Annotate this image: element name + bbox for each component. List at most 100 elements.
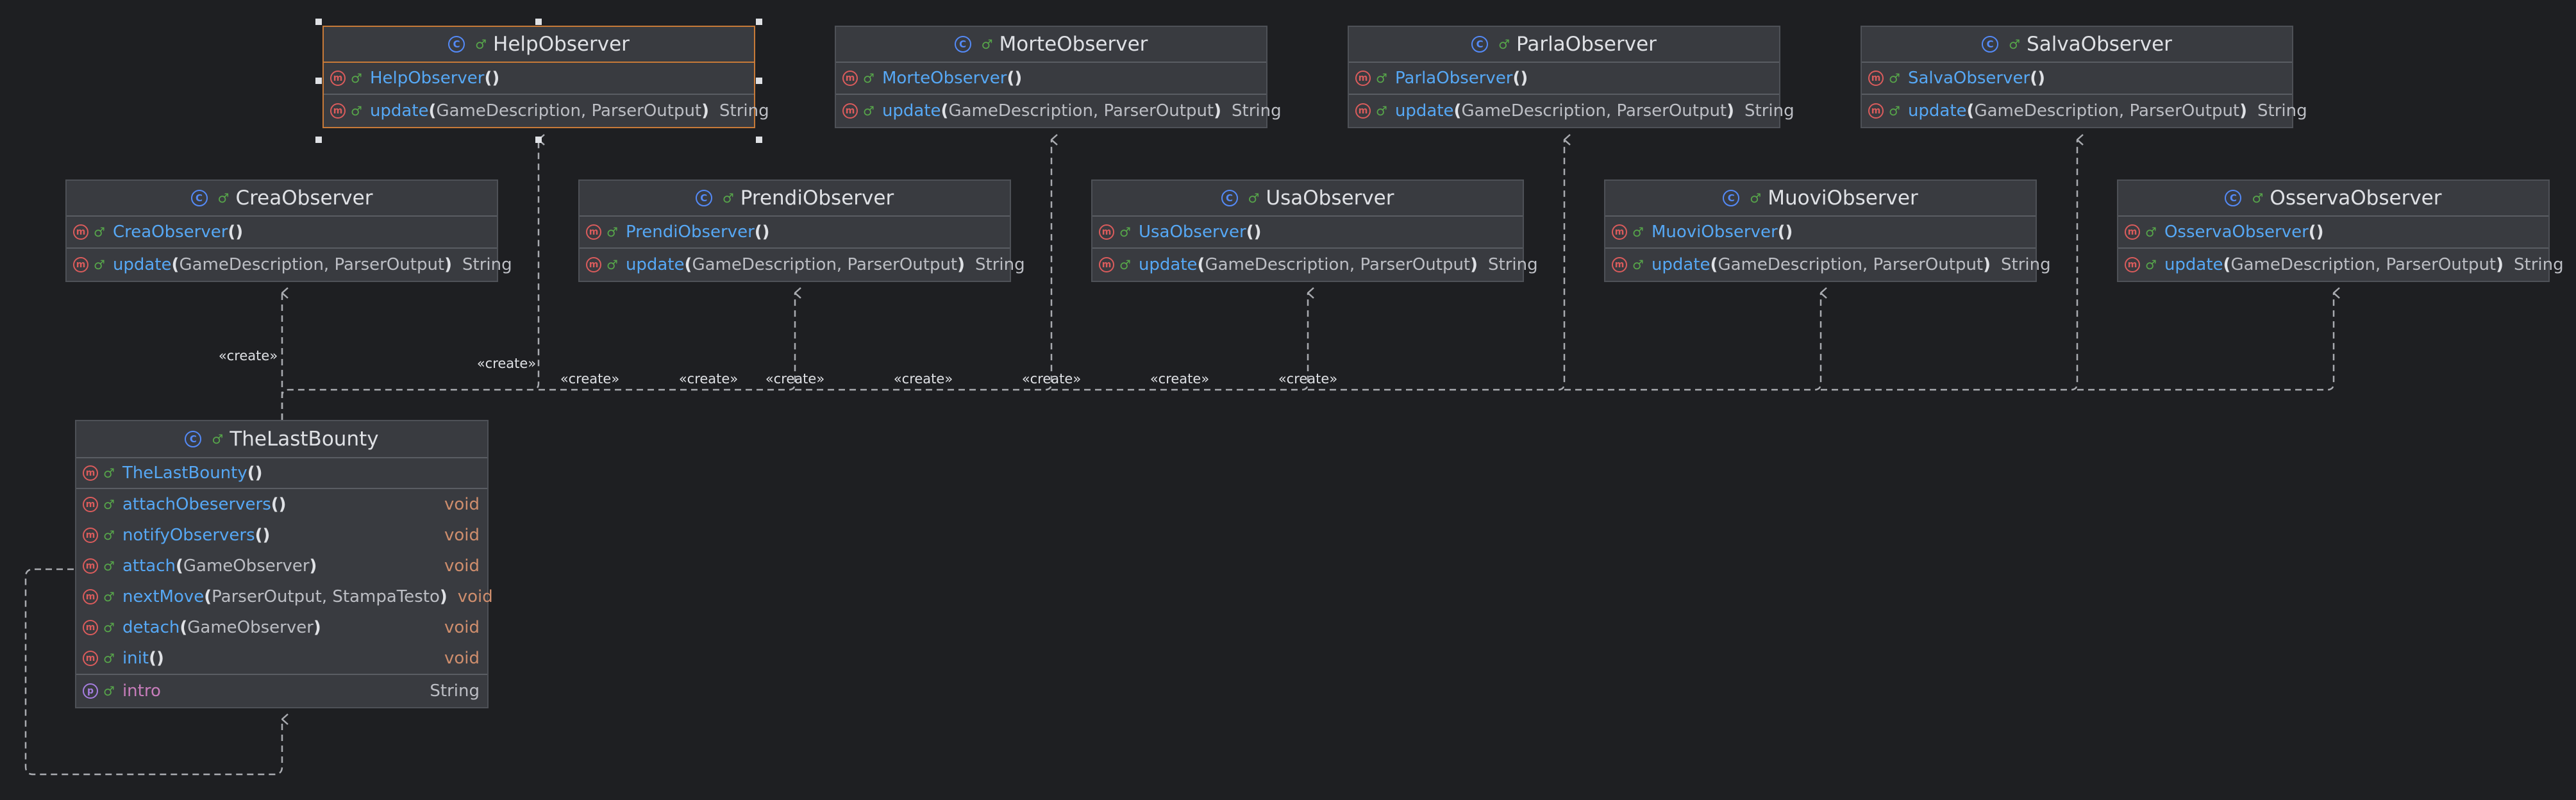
method-row[interactable]: m ♂ init() void (76, 643, 487, 675)
constructor-row[interactable]: m ♂ UsaObserver() (1092, 217, 1523, 249)
method-icon: m (83, 497, 98, 512)
method-icon: m (586, 257, 601, 272)
method-row[interactable]: m ♂ update(GameDescription, ParserOutput… (1092, 249, 1538, 281)
method-icon: m (83, 528, 98, 543)
method-name: init (122, 649, 149, 668)
method-icon: m (1099, 257, 1114, 272)
class-node-osserva-observer[interactable]: C ♂ OsservaObserver m ♂ OsservaObserver(… (2117, 179, 2564, 282)
method-row[interactable]: m ♂ update(GameDescription, ParserOutput… (580, 249, 1025, 281)
public-icon: ♂ (103, 528, 115, 543)
class-node-salva-observer[interactable]: C ♂ SalvaObserver m ♂ SalvaObserver() m … (1861, 26, 2307, 128)
method-params: GameDescription, ParserOutput (179, 255, 445, 274)
class-icon: C (1221, 190, 1238, 206)
public-icon: ♂ (1632, 224, 1644, 240)
constructor-row[interactable]: m ♂ PrendiObserver() (580, 217, 1010, 249)
method-row[interactable]: m ♂ attachObeservers() void (76, 489, 487, 520)
class-node-muovi-observer[interactable]: C ♂ MuoviObserver m ♂ MuoviObserver() m … (1604, 179, 2051, 282)
method-name: update (112, 255, 172, 274)
selection-handle[interactable] (756, 78, 762, 84)
method-name: update (882, 101, 941, 121)
constructor-row[interactable]: m ♂ ParlaObserver() (1349, 63, 1779, 95)
constructor-row[interactable]: m ♂ OsservaObserver() (2118, 217, 2548, 249)
method-params: GameDescription, ParserOutput (1461, 101, 1727, 121)
constructor-name: OsservaObserver (2164, 222, 2309, 242)
create-label: «create» (1150, 371, 1210, 387)
selection-handle[interactable] (315, 78, 322, 84)
return-type: void (444, 649, 480, 668)
public-icon: ♂ (94, 257, 105, 272)
method-row[interactable]: m ♂ update(GameDescription, ParserOutput… (1605, 249, 2051, 281)
class-name: MorteObserver (999, 33, 1148, 56)
method-icon: m (842, 71, 858, 86)
public-icon: ♂ (103, 683, 115, 699)
edge-to-muovi (1564, 293, 1821, 391)
selection-handle[interactable] (315, 19, 322, 25)
return-type: String (2514, 255, 2564, 274)
public-icon: ♂ (94, 224, 105, 240)
method-row[interactable]: m ♂ update(GameDescription, ParserOutput… (324, 95, 769, 127)
edge-to-osserva (2077, 293, 2334, 391)
selection-handle[interactable] (535, 19, 542, 25)
return-type: String (719, 101, 769, 121)
selection-handle[interactable] (756, 137, 762, 143)
class-header: C ♂ SalvaObserver (1862, 27, 2292, 63)
class-header: C ♂ MorteObserver (836, 27, 1266, 63)
class-icon: C (190, 190, 208, 206)
public-icon: ♂ (212, 431, 224, 447)
class-name: CreaObserver (235, 187, 373, 210)
class-icon: C (695, 190, 712, 206)
selection-handle[interactable] (315, 137, 322, 143)
constructor-name: TheLastBounty (122, 463, 247, 483)
method-icon: m (1868, 103, 1884, 119)
class-node-crea-observer[interactable]: C ♂ CreaObserver m ♂ CreaObserver() m ♂ … (65, 179, 512, 282)
method-icon: m (83, 620, 98, 635)
public-icon: ♂ (981, 37, 993, 52)
class-node-usa-observer[interactable]: C ♂ UsaObserver m ♂ UsaObserver() m ♂ up… (1091, 179, 1538, 282)
method-icon: m (83, 558, 98, 574)
class-node-help-observer[interactable]: C ♂ HelpObserver m ♂ HelpObserver() m ♂ … (322, 26, 769, 128)
method-row[interactable]: m ♂ attach(GameObserver) void (76, 551, 487, 581)
constructor-row[interactable]: m ♂ TheLastBounty() (76, 458, 487, 489)
constructor-row[interactable]: m ♂ MuoviObserver() (1605, 217, 2036, 249)
method-icon: m (330, 103, 346, 119)
constructor-row[interactable]: m ♂ CreaObserver() (67, 217, 497, 249)
method-row[interactable]: m ♂ update(GameDescription, ParserOutput… (836, 95, 1282, 127)
constructor-row[interactable]: m ♂ HelpObserver() (324, 63, 754, 95)
class-icon: C (954, 36, 971, 53)
class-node-morte-observer[interactable]: C ♂ MorteObserver m ♂ MorteObserver() m … (835, 26, 1282, 128)
public-icon: ♂ (1498, 37, 1510, 52)
public-icon: ♂ (103, 558, 115, 574)
constructor-row[interactable]: m ♂ MorteObserver() (836, 63, 1266, 95)
method-row[interactable]: m ♂ update(GameDescription, ParserOutput… (1862, 95, 2307, 127)
method-icon: m (73, 257, 88, 272)
public-icon: ♂ (606, 224, 618, 240)
method-row[interactable]: m ♂ nextMove(ParserOutput, StampaTesto) … (76, 581, 493, 612)
public-icon: ♂ (351, 71, 362, 86)
constructor-name: ParlaObserver (1394, 69, 1513, 88)
public-icon: ♂ (2009, 37, 2021, 52)
method-name: update (1138, 255, 1198, 274)
method-row[interactable]: m ♂ update(GameDescription, ParserOutput… (1349, 95, 1794, 127)
method-row[interactable]: m ♂ notifyObservers() void (76, 520, 487, 551)
selection-handle[interactable] (535, 137, 542, 143)
class-node-the-last-bounty[interactable]: C ♂ TheLastBounty m ♂ TheLastBounty() m … (75, 420, 493, 708)
public-icon: ♂ (1248, 190, 1260, 206)
method-row[interactable]: m ♂ update(GameDescription, ParserOutput… (67, 249, 512, 281)
method-icon: m (83, 589, 98, 604)
constructor-row[interactable]: m ♂ SalvaObserver() (1862, 63, 2292, 95)
selection-handle[interactable] (756, 19, 762, 25)
class-name: ParlaObserver (1516, 33, 1657, 56)
public-icon: ♂ (103, 589, 115, 604)
method-name: update (1394, 101, 1454, 121)
class-node-parla-observer[interactable]: C ♂ ParlaObserver m ♂ ParlaObserver() m … (1348, 26, 1794, 128)
method-icon: m (1355, 103, 1371, 119)
class-node-prendi-observer[interactable]: C ♂ PrendiObserver m ♂ PrendiObserver() … (578, 179, 1025, 282)
method-params: ParserOutput, StampaTesto (212, 587, 440, 606)
class-name: MuoviObserver (1768, 187, 1918, 210)
method-params: GameDescription, ParserOutput (2230, 255, 2497, 274)
property-row[interactable]: p ♂ intro String (76, 675, 487, 707)
public-icon: ♂ (351, 103, 362, 119)
method-row[interactable]: m ♂ detach(GameObserver) void (76, 612, 487, 643)
method-name: detach (122, 618, 180, 637)
method-row[interactable]: m ♂ update(GameDescription, ParserOutput… (2118, 249, 2564, 281)
